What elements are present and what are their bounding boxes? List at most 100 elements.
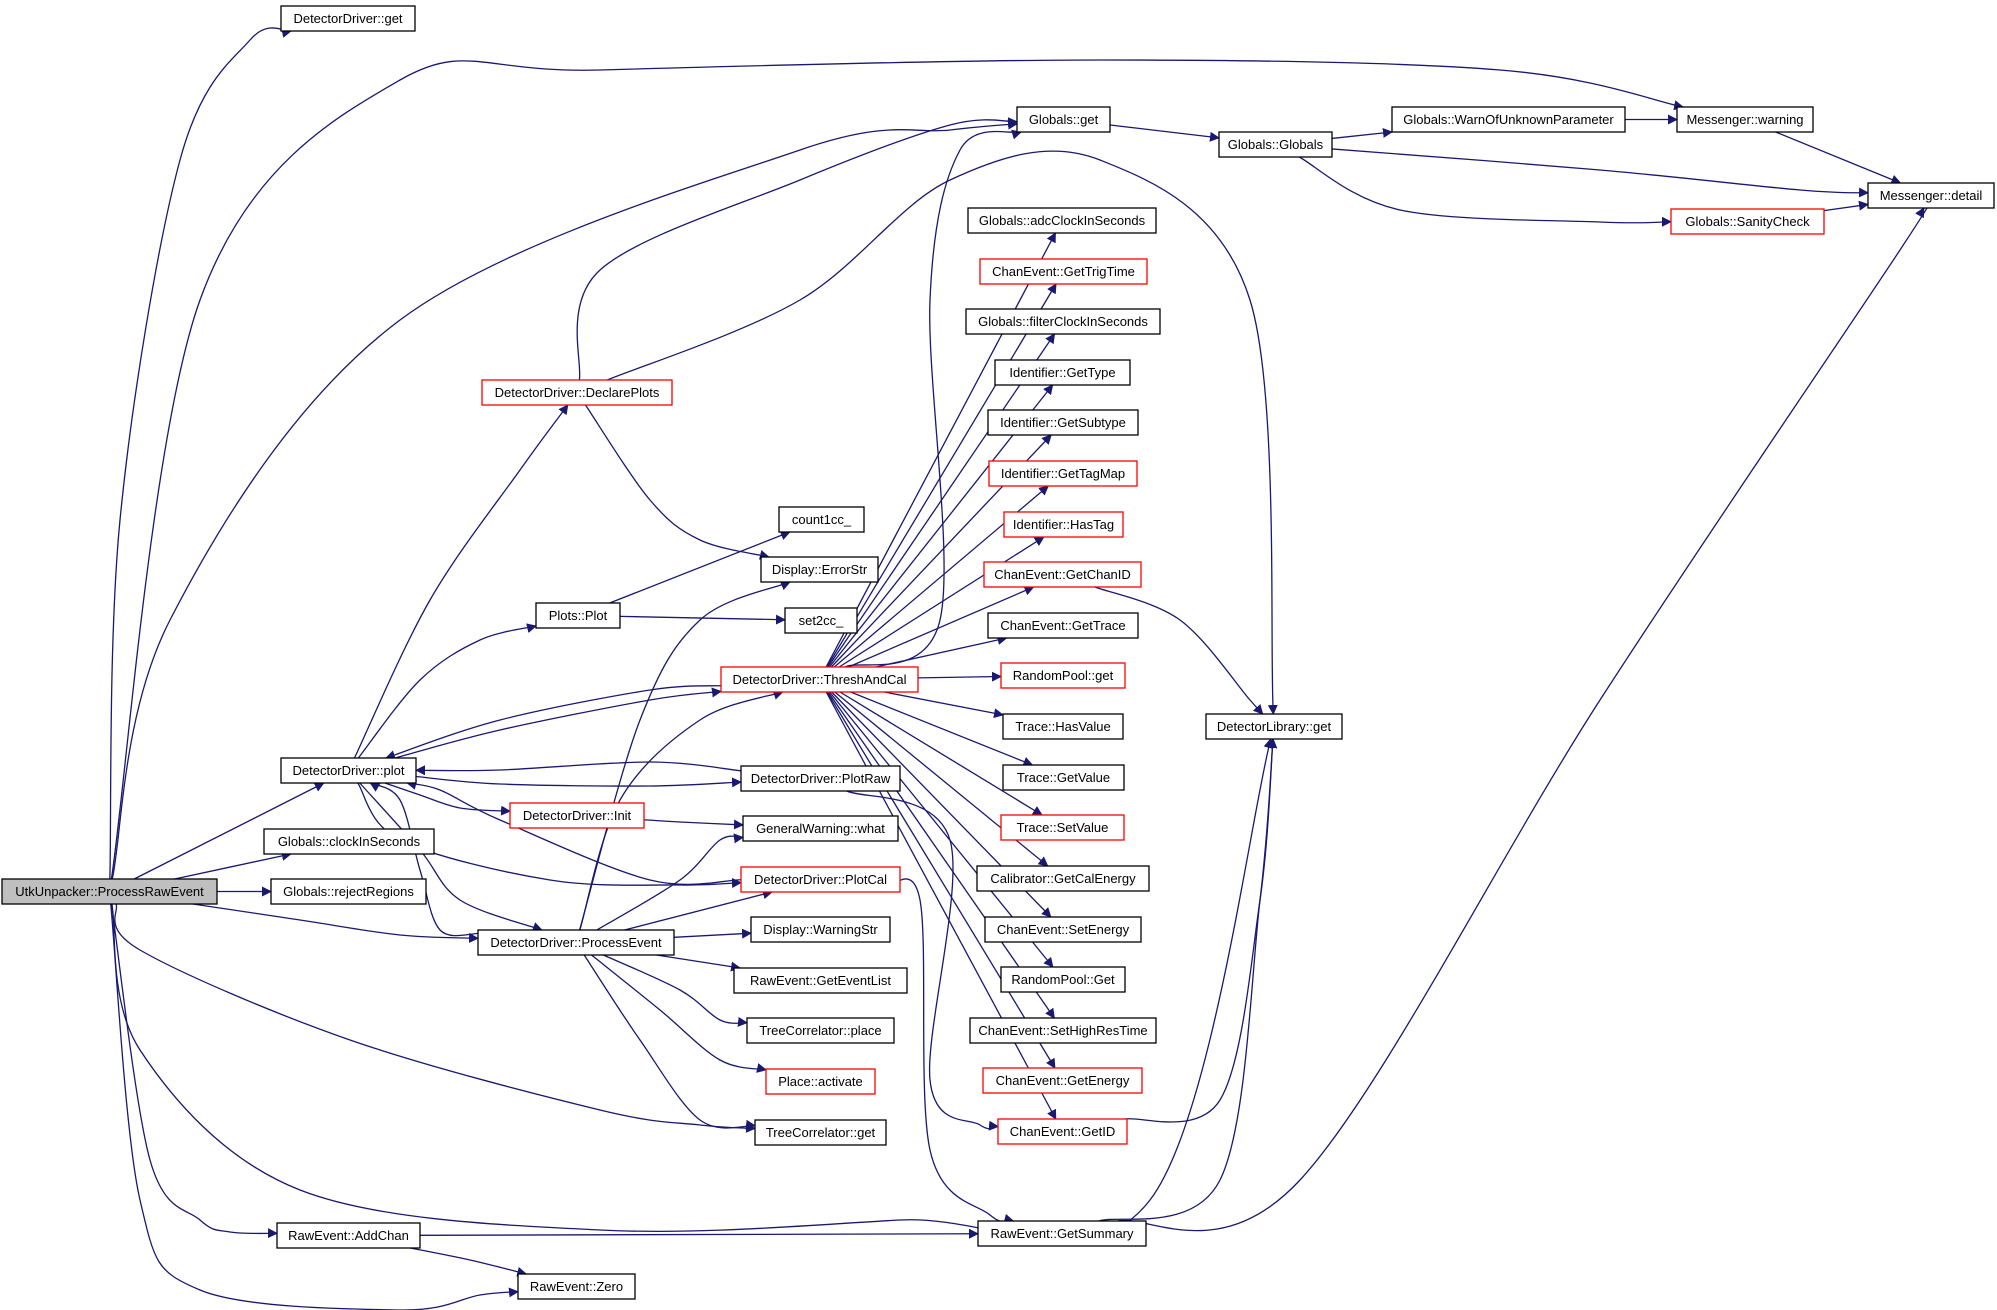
node-box [987,612,1139,639]
edge-msg_warning-to-msg_detail [1775,131,1902,185]
node-gw-what[interactable]: GeneralWarning::what [742,815,899,842]
node-label: UtkUnpacker::ProcessRawEvent [15,884,204,899]
node-disp-warn[interactable]: Display::WarningStr [750,916,891,943]
node-label: Globals::rejectRegions [283,884,414,899]
node-ce-sethrt[interactable]: ChanEvent::SetHighResTime [969,1017,1157,1044]
edge-glob_globals-to-glob_warn [1331,127,1393,140]
node-id-tagmap[interactable]: Identifier::GetTagMap [988,460,1138,487]
node-label: Identifier::GetTagMap [1001,466,1125,481]
edge-root-to-dd_process [192,903,479,943]
node-label: set2cc_ [799,613,845,628]
node-box [784,607,858,634]
node-glob-get[interactable]: Globals::get [1016,106,1111,133]
node-plots-plot[interactable]: Plots::Plot [535,602,621,629]
node-place-activate[interactable]: Place::activate [765,1068,876,1095]
edge-re_addchan-to-re_zero [410,1247,528,1277]
node-re-eventlist[interactable]: RawEvent::GetEventList [733,967,908,994]
node-label: Messenger::detail [1880,188,1983,203]
node-glob-warn[interactable]: Globals::WarnOfUnknownParameter [1391,106,1626,133]
node-box [1218,131,1333,158]
node-tr-setvalue[interactable]: Trace::SetValue [1000,814,1125,841]
edge-dd_declare-to-dl_get [606,150,1278,715]
node-ce-getenergy[interactable]: ChanEvent::GetEnergy [982,1067,1143,1094]
node-dd-thresh[interactable]: DetectorDriver::ThreshAndCal [720,666,919,693]
node-label: Calibrator::GetCalEnergy [990,871,1136,886]
edge-dd_thresh-to-glob_get [844,129,1023,668]
node-re-addchan[interactable]: RawEvent::AddChan [276,1222,421,1249]
node-box [965,308,1161,335]
node-label: RawEvent::GetEventList [750,973,891,988]
node-tc-get[interactable]: TreeCorrelator::get [754,1119,887,1146]
edge-root-to-glob_clock [161,851,292,883]
node-dd-declare[interactable]: DetectorDriver::DeclarePlots [481,379,673,406]
node-cal-energy[interactable]: Calibrator::GetCalEnergy [976,865,1150,892]
node-tr-hasvalue[interactable]: Trace::HasValue [1002,713,1124,740]
node-glob-adc[interactable]: Globals::adcClockInSeconds [967,207,1157,234]
node-rp-Get[interactable]: RandomPool::Get [1000,966,1126,993]
node-box [778,506,865,533]
node-tr-getvalue[interactable]: Trace::GetValue [1002,764,1125,791]
node-glob-sanity[interactable]: Globals::SanityCheck [1670,208,1825,235]
edge-re_addchan-to-re_summary [419,1228,979,1239]
node-label: Identifier::GetType [1009,365,1115,380]
node-box [976,865,1150,892]
node-box [740,866,901,893]
node-ce-chanid[interactable]: ChanEvent::GetChanID [983,561,1142,588]
node-re-summary[interactable]: RawEvent::GetSummary [977,1220,1147,1247]
node-label: ChanEvent::SetEnergy [997,922,1130,937]
node-box [765,1068,876,1095]
node-glob-clock[interactable]: Globals::clockInSeconds [263,828,435,855]
edge-dd_process-to-re_eventlist [656,954,742,972]
node-msg-warning[interactable]: Messenger::warning [1676,106,1814,133]
edge-root-to-dl_get [111,738,1274,1241]
node-tc-place[interactable]: TreeCorrelator::place [746,1017,895,1044]
node-dd-process[interactable]: DetectorDriver::ProcessEvent [477,929,675,956]
node-msg-detail[interactable]: Messenger::detail [1867,182,1995,209]
edge-dd_process-to-disp_warn [673,928,752,939]
node-glob-filter[interactable]: Globals::filterClockInSeconds [965,308,1161,335]
node-box [967,207,1157,234]
node-box [535,602,621,629]
node-disp-error[interactable]: Display::ErrorStr [760,556,879,583]
edge-root-to-dd_get [109,27,293,880]
node-id-type[interactable]: Identifier::GetType [994,359,1131,386]
node-ce-getid[interactable]: ChanEvent::GetID [997,1118,1128,1145]
edge-dd_thresh-to-rp_get [917,671,1002,682]
node-dl-get[interactable]: DetectorLibrary::get [1205,713,1343,740]
nodes: UtkUnpacker::ProcessRawEventDetectorDriv… [1,5,1995,1300]
node-dd-get[interactable]: DetectorDriver::get [280,5,416,32]
edge-dd_plotraw-to-dd_plot [415,761,742,776]
node-set2cc[interactable]: set2cc_ [784,607,858,634]
node-re-zero[interactable]: RawEvent::Zero [517,1273,636,1300]
node-ce-trace[interactable]: ChanEvent::GetTrace [987,612,1139,639]
node-label: DetectorDriver::ProcessEvent [490,935,662,950]
node-label: TreeCorrelator::place [759,1023,881,1038]
node-label: Trace::GetValue [1017,770,1110,785]
node-id-hastag[interactable]: Identifier::HasTag [1003,511,1124,538]
node-glob-reject[interactable]: Globals::rejectRegions [270,878,427,905]
node-box [977,1220,1147,1247]
node-ce-setenergy[interactable]: ChanEvent::SetEnergy [984,916,1142,943]
node-glob-globals[interactable]: Globals::Globals [1218,131,1333,158]
node-label: Display::ErrorStr [772,562,868,577]
edge-dd_thresh-to-tr_getvalue [850,691,1034,767]
node-label: ChanEvent::GetTrigTime [992,264,1135,279]
node-id-subtype[interactable]: Identifier::GetSubtype [987,409,1139,436]
edge-root-to-re_addchan [110,903,278,1239]
node-box [746,1017,895,1044]
node-box [979,258,1148,285]
edge-dd_declare-to-disp_error [584,404,770,560]
node-box [1000,662,1126,689]
node-root[interactable]: UtkUnpacker::ProcessRawEvent [1,878,218,905]
edge-dd_thresh-to-glob_filter [827,333,1056,668]
node-count1cc[interactable]: count1cc_ [778,506,865,533]
node-dd-plotraw[interactable]: DetectorDriver::PlotRaw [740,765,901,792]
node-dd-init[interactable]: DetectorDriver::Init [509,802,645,829]
edge-glob_globals-to-msg_detail [1331,148,1869,198]
edge-root-to-re_zero [110,903,519,1310]
node-ce-trig[interactable]: ChanEvent::GetTrigTime [979,258,1148,285]
node-rp-get[interactable]: RandomPool::get [1000,662,1126,689]
node-dd-plot[interactable]: DetectorDriver::plot [280,757,417,784]
node-dd-plotcal[interactable]: DetectorDriver::PlotCal [740,866,901,893]
node-box [754,1119,887,1146]
